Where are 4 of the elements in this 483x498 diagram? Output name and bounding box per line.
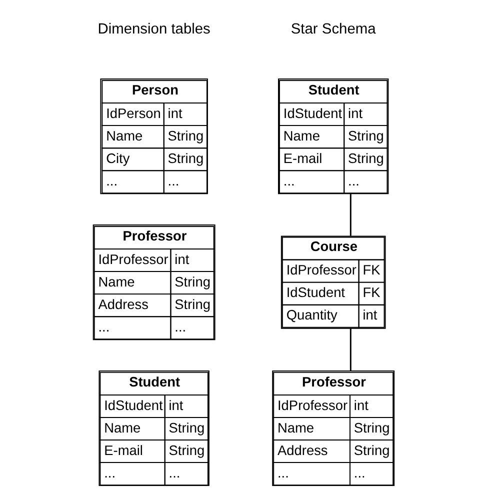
connector: [349, 194, 351, 236]
label: Dimension tables: [97, 21, 210, 38]
connector: [349, 328, 351, 371]
label: Star Schema: [290, 21, 376, 38]
